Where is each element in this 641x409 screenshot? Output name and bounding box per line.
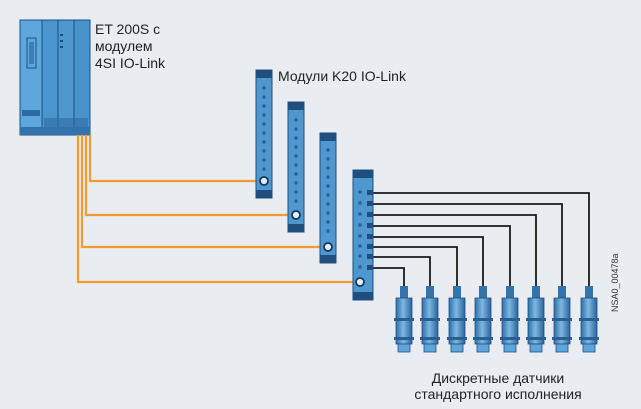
- et200s-label-line-1: ET 200S с: [95, 21, 161, 37]
- sensor-cable-4: [373, 236, 484, 286]
- discrete-sensor-icon: [420, 286, 440, 353]
- power-module: [19, 19, 43, 136]
- discrete-sensor-icon: [473, 286, 493, 353]
- discrete-sensor-icon: [447, 286, 467, 353]
- sensor-cables: [373, 192, 590, 286]
- sensor-cable-1: [373, 267, 405, 286]
- discrete-sensors: [394, 286, 599, 353]
- k20-module-2: [287, 101, 305, 233]
- k20-module-1: [255, 69, 273, 199]
- et200s-label-line-2: модулем: [95, 38, 153, 54]
- sensor-cable-5: [373, 225, 511, 286]
- et200s-label: ET 200S с модулем 4SI IO-Link: [95, 21, 205, 72]
- io-link-cable-4: [76, 135, 355, 284]
- 4si-io-link-module: [73, 19, 91, 136]
- sensor-cable-2: [373, 256, 431, 286]
- et200s-label-line-3: 4SI IO-Link: [95, 55, 166, 71]
- sensor-cable-7: [373, 203, 563, 286]
- figure-code: NSA0_00478a: [610, 253, 620, 312]
- io-link-cable-1: [88, 135, 258, 183]
- discrete-sensor-icon: [500, 286, 520, 353]
- io-link-cable-2: [84, 135, 291, 217]
- k20-module-3: [319, 132, 337, 264]
- sensor-cable-8: [373, 192, 590, 286]
- k20-module-4: [352, 169, 374, 301]
- sensor-cable-6: [373, 214, 537, 286]
- sensors-label-line-2: стандартного исполнения: [414, 386, 582, 402]
- k20-modules-label: Модули K20 IO-Link: [278, 68, 406, 84]
- io-link-cables: [76, 135, 355, 284]
- discrete-sensor-icon: [394, 286, 414, 353]
- discrete-sensor-icon: [526, 286, 546, 353]
- io-link-cable-3: [80, 135, 322, 249]
- sensors-label: Дискретные датчики стандартного исполнен…: [408, 370, 588, 402]
- sensor-cable-3: [373, 246, 458, 286]
- discrete-sensor-icon: [579, 286, 599, 353]
- discrete-sensor-icon: [552, 286, 572, 353]
- sensors-label-line-1: Дискретные датчики: [431, 370, 565, 386]
- et200s-station-icon: [19, 19, 91, 136]
